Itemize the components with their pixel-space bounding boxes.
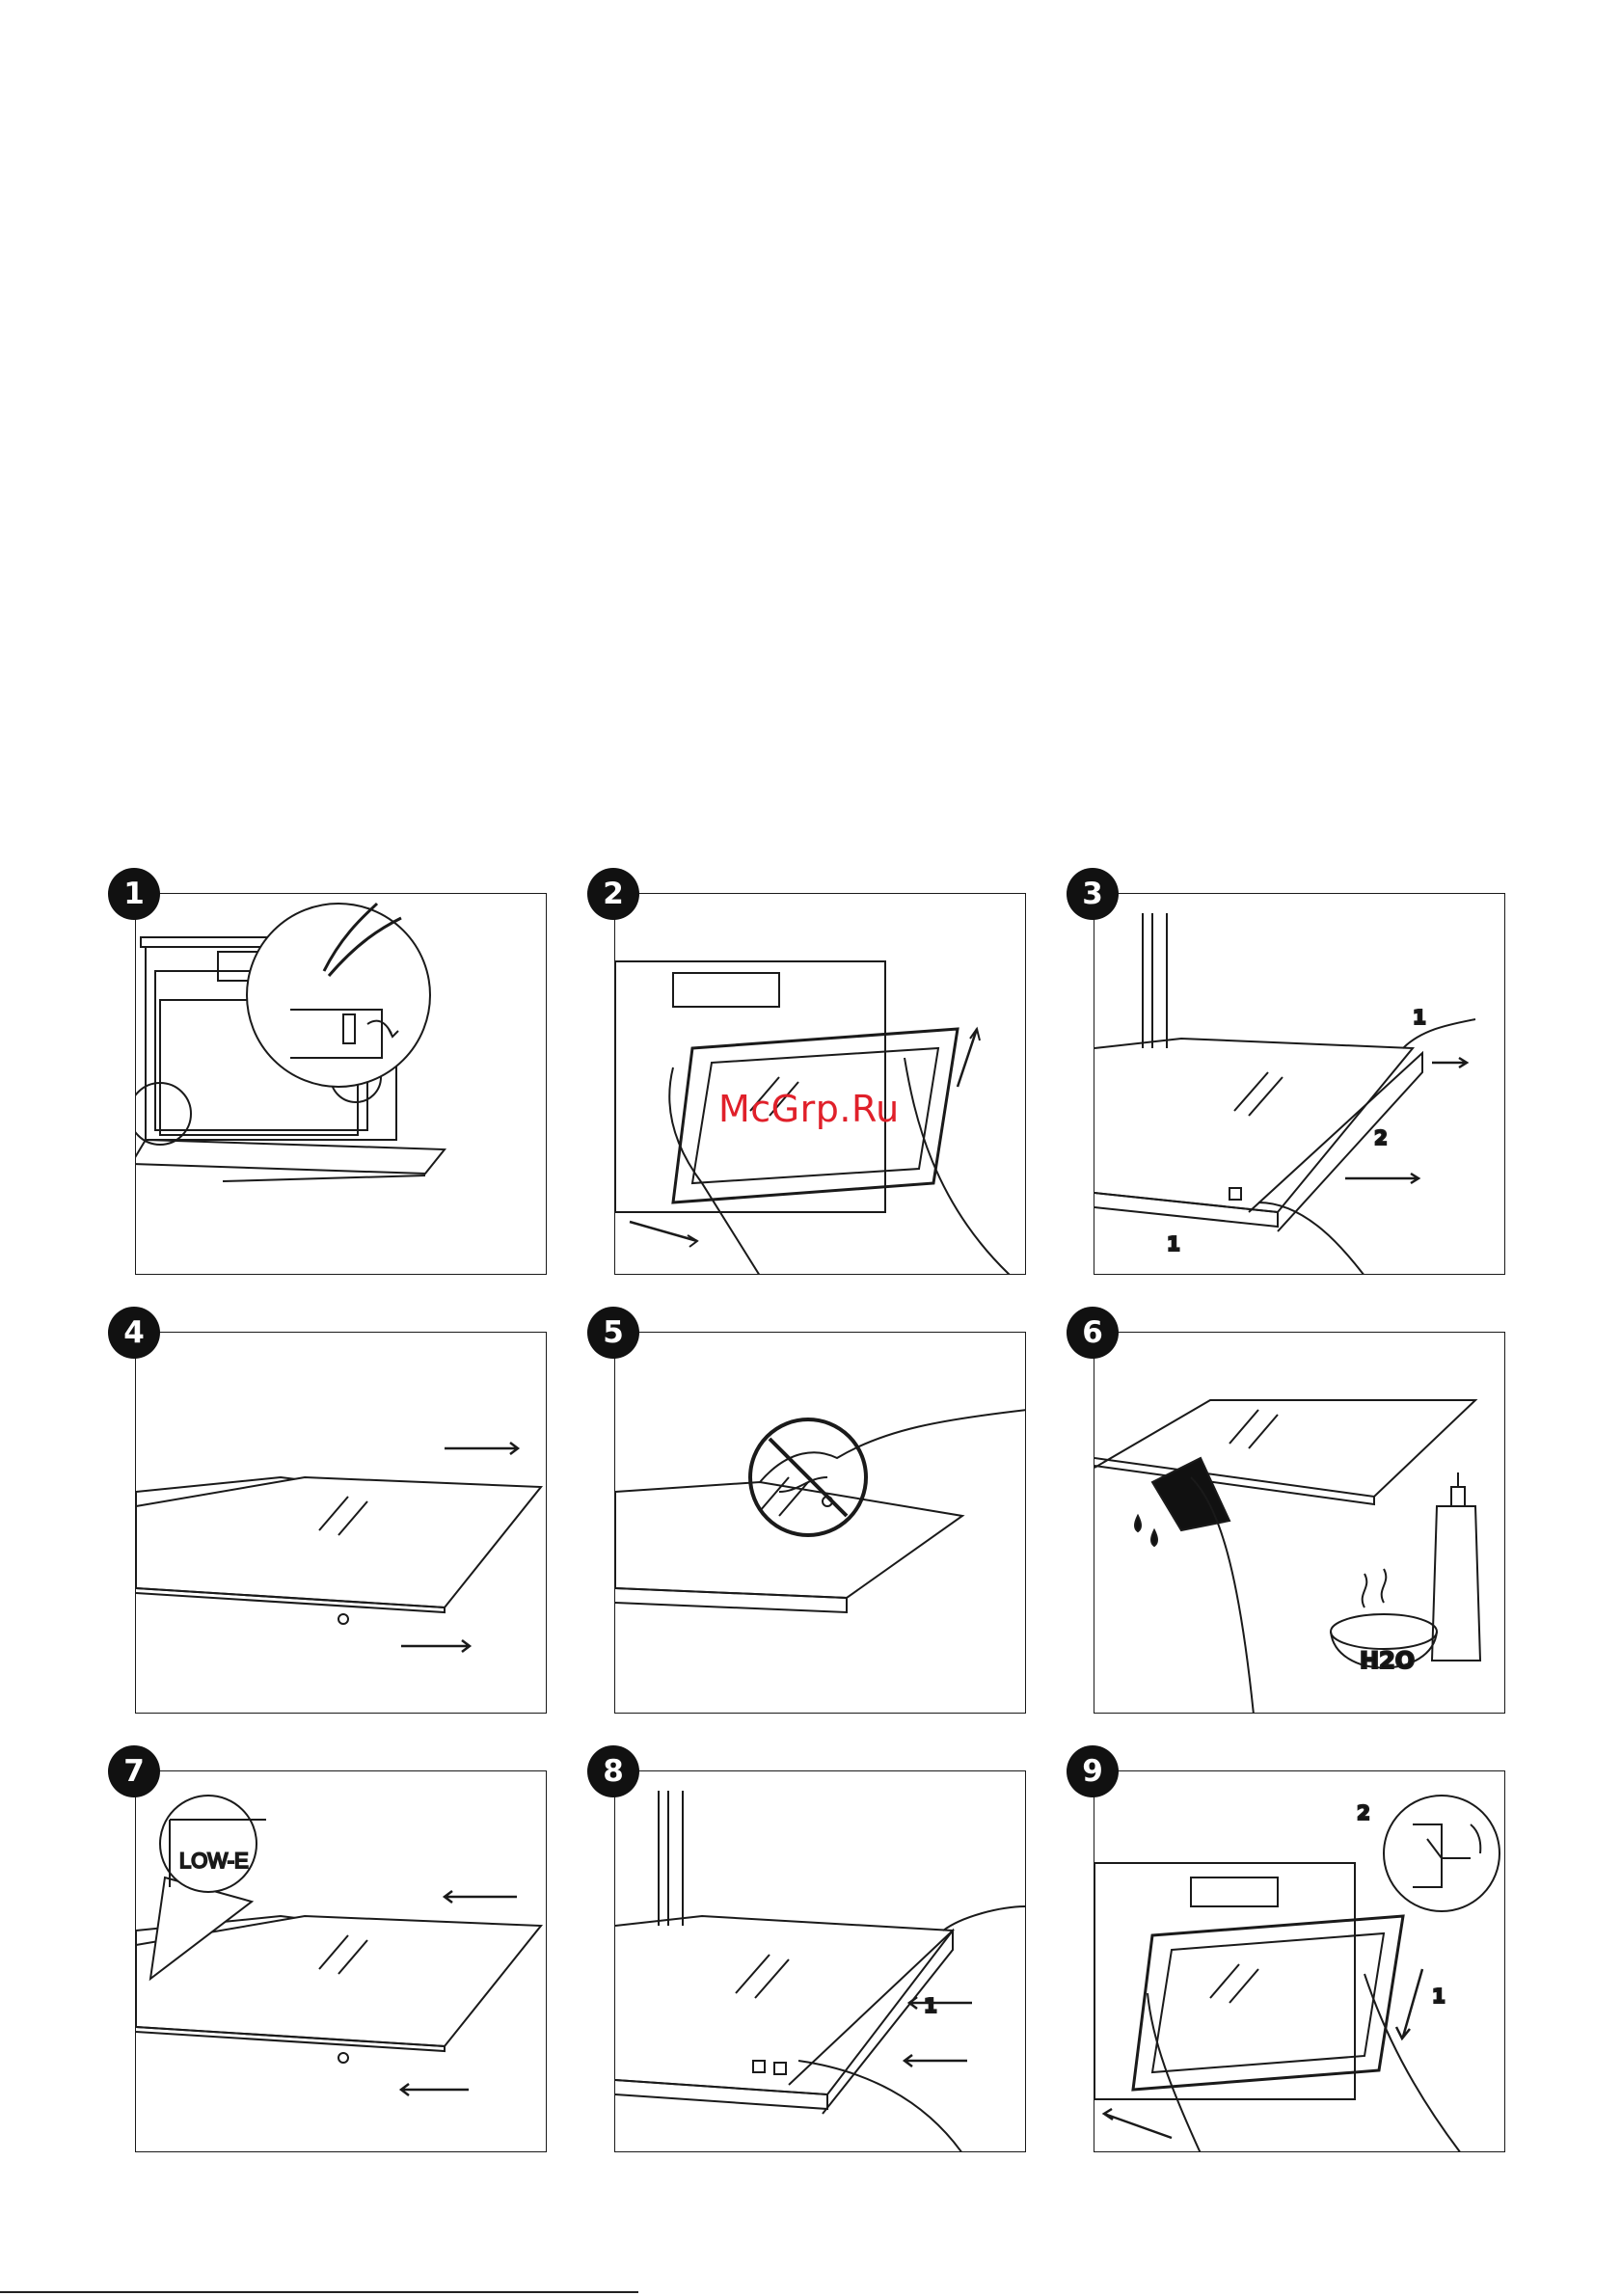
step-9-panel: 2 1 [1094, 1770, 1505, 2152]
step-8-badge: 8 [587, 1745, 639, 1797]
step-3-panel: 1 2 1 [1094, 893, 1505, 1275]
svg-text:LOW-E: LOW-E [179, 1849, 249, 1873]
insert-glass-low-e-illustration: LOW-E [136, 1771, 547, 2152]
svg-text:1: 1 [1167, 1232, 1180, 1256]
svg-text:1: 1 [1413, 1006, 1426, 1029]
footer-divider [0, 2291, 638, 2293]
remove-door-illustration [615, 894, 1026, 1275]
slide-out-glass-illustration [136, 1333, 547, 1714]
do-not-touch-illustration [615, 1333, 1026, 1714]
clean-glass-illustration: H2O [1094, 1333, 1505, 1714]
step-6-panel: H2O [1094, 1332, 1505, 1714]
step-8-panel: 1 [614, 1770, 1026, 2152]
oven-hinge-pliers-illustration [136, 894, 547, 1275]
step-4-panel [135, 1332, 547, 1714]
step-2-badge: 2 [587, 868, 639, 920]
svg-text:1: 1 [1432, 1985, 1445, 2008]
svg-text:2: 2 [1374, 1126, 1388, 1149]
step-9-badge: 9 [1067, 1745, 1119, 1797]
step-6-badge: 6 [1067, 1307, 1119, 1359]
svg-text:H2O: H2O [1360, 1647, 1415, 1674]
step-1-badge: 1 [108, 868, 160, 920]
reinstall-door-illustration: 2 1 [1094, 1771, 1505, 2152]
remove-door-trim-illustration: 1 2 1 [1094, 894, 1505, 1275]
reinstall-trim-illustration: 1 [615, 1771, 1026, 2152]
step-2-panel [614, 893, 1026, 1275]
watermark-text: McGrp.Ru [718, 1088, 900, 1130]
step-3-badge: 3 [1067, 868, 1119, 920]
svg-text:1: 1 [924, 1994, 937, 2017]
step-7-badge: 7 [108, 1745, 160, 1797]
svg-text:2: 2 [1357, 1801, 1370, 1824]
step-7-panel: LOW-E [135, 1770, 547, 2152]
step-5-panel [614, 1332, 1026, 1714]
step-5-badge: 5 [587, 1307, 639, 1359]
step-1-panel [135, 893, 547, 1275]
step-4-badge: 4 [108, 1307, 160, 1359]
